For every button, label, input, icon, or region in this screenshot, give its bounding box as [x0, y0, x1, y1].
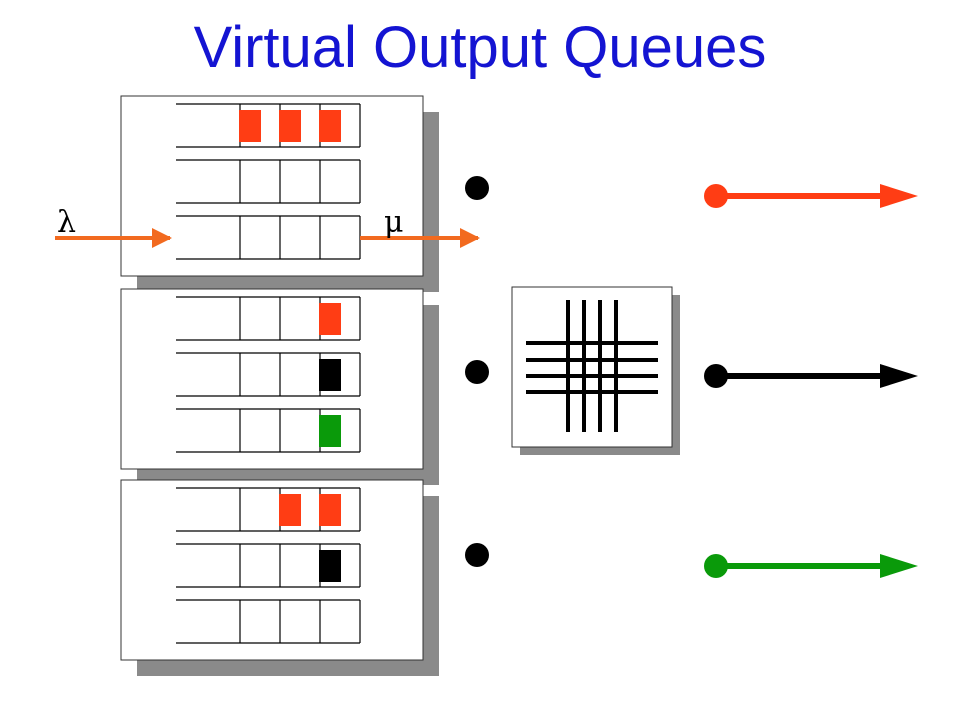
output-arrowhead	[880, 184, 918, 208]
output-dot	[704, 554, 728, 578]
voq-queue	[176, 103, 361, 148]
input-dot-1	[465, 176, 489, 200]
packet-cell	[319, 303, 341, 335]
input-unit-box	[120, 95, 424, 277]
input-port-dots	[465, 176, 489, 567]
input-unit-1	[120, 95, 439, 292]
voq-queue	[176, 408, 361, 453]
packet-cell	[319, 110, 341, 142]
packet-cell	[319, 550, 341, 582]
input-unit-box	[120, 288, 424, 470]
input-unit-box	[120, 479, 424, 661]
packet-cell	[319, 415, 341, 447]
packet-cell	[239, 110, 261, 142]
output-port-3	[704, 554, 918, 578]
mu-label: μ	[384, 205, 404, 240]
diagram-title: Virtual Output Queues	[193, 15, 767, 80]
output-arrowhead	[880, 554, 918, 578]
voq-queue	[176, 543, 361, 588]
packet-cell	[279, 110, 301, 142]
packet-cell	[319, 359, 341, 391]
input-unit-3	[120, 479, 439, 676]
voq-queue	[176, 599, 361, 644]
output-dot	[704, 364, 728, 388]
voq-queue	[176, 159, 361, 204]
output-port-1	[704, 184, 918, 208]
crossbar-switch	[511, 286, 680, 455]
voq-queue	[176, 296, 361, 341]
input-unit-2	[120, 288, 439, 485]
lambda-label: λ	[57, 205, 76, 240]
crossbar-box	[511, 286, 673, 448]
voq-queue	[176, 352, 361, 397]
output-dot	[704, 184, 728, 208]
output-port-2	[704, 364, 918, 388]
output-ports	[704, 184, 918, 578]
input-port-units	[120, 95, 439, 676]
packet-cell	[319, 494, 341, 526]
output-arrowhead	[880, 364, 918, 388]
voq-queue	[176, 487, 361, 532]
input-dot-2	[465, 360, 489, 384]
crossbar-lines	[526, 300, 658, 432]
input-dot-3	[465, 543, 489, 567]
voq-queue	[176, 215, 361, 260]
packet-cell	[279, 494, 301, 526]
